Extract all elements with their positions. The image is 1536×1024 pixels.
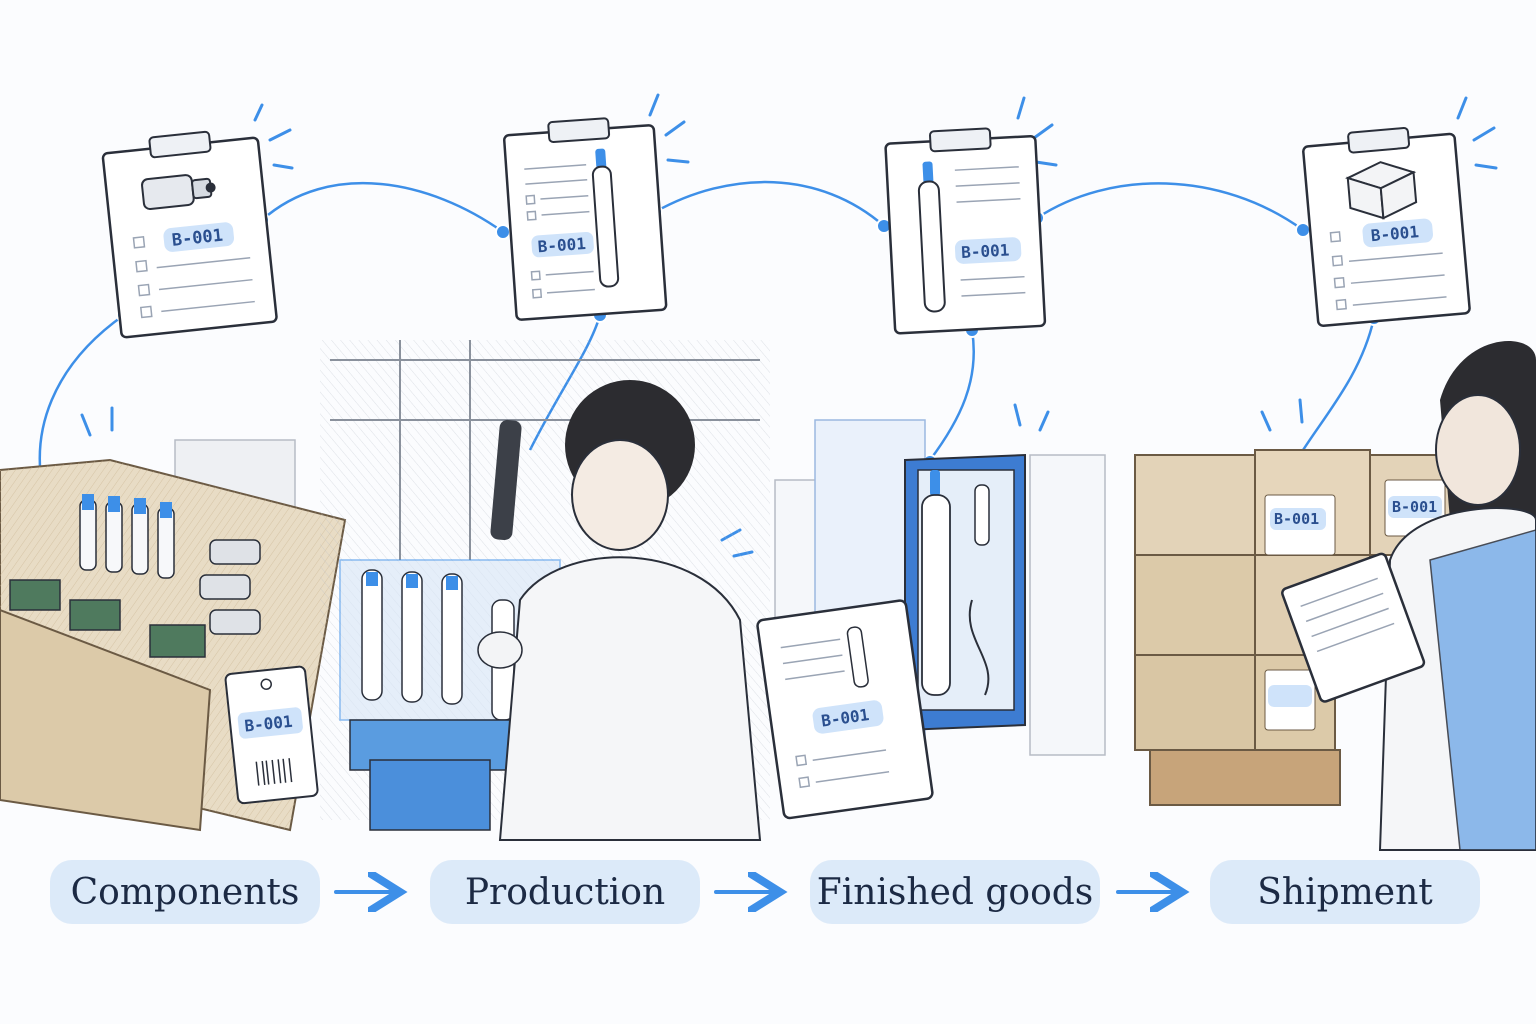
stage-label-production: Production xyxy=(465,872,665,913)
toothbrush-icon xyxy=(917,161,946,313)
circuit-boards xyxy=(9,579,206,658)
worker-production xyxy=(477,380,762,841)
component-box-scene: B-001 xyxy=(0,439,347,832)
box-icon xyxy=(1345,161,1418,220)
stage-highlight-finished xyxy=(810,860,1100,924)
stage-label-finished: Finished goods xyxy=(817,872,1094,913)
clipboard-inspection: B-001 xyxy=(756,599,934,820)
worker-shipment xyxy=(1281,340,1536,851)
pallet-boxes xyxy=(1134,449,1456,806)
connector-2-3 xyxy=(654,180,885,227)
batch-tag-3: B-001 xyxy=(961,240,1010,261)
production-scene xyxy=(320,340,770,841)
batch-tag-pallet-2: B-001 xyxy=(1392,498,1437,516)
connector-4-pallet xyxy=(1291,317,1376,467)
toothbrush-icon xyxy=(591,148,620,288)
toothbrushes-on-line xyxy=(361,569,515,721)
stage-highlight-production xyxy=(430,860,700,924)
connector-3-box xyxy=(928,329,976,461)
connector-1-2 xyxy=(261,181,504,234)
motor-parts xyxy=(199,539,261,635)
toothbrush-heads xyxy=(79,494,175,579)
finished-goods-scene: B-001 xyxy=(756,419,1106,820)
stage-label-components: Components xyxy=(71,872,300,913)
box-labels: B-001 B-001 xyxy=(1264,479,1446,731)
batch-tag-hang: B-001 xyxy=(244,712,294,736)
clipboard-shipment: B-001 xyxy=(1302,126,1471,328)
batch-tag-2: B-001 xyxy=(537,234,586,256)
hang-tag: B-001 xyxy=(224,665,319,805)
clipboard-handheld xyxy=(1281,552,1426,703)
batch-tag-4: B-001 xyxy=(1370,222,1420,245)
product-package xyxy=(904,453,1026,732)
stage-label-shipment: Shipment xyxy=(1257,872,1433,913)
batch-tag-pallet-1: B-001 xyxy=(1274,510,1319,528)
stage-highlight-components xyxy=(50,860,320,924)
shipment-scene: B-001 B-001 xyxy=(1134,340,1536,851)
stage-highlight-shipment xyxy=(1210,860,1480,924)
component-parts-icon xyxy=(141,174,216,210)
connector-3-4 xyxy=(1036,182,1304,232)
clipboard-finished: B-001 xyxy=(884,127,1047,335)
clipboard-components: B-001 xyxy=(101,130,278,339)
clipboard-production: B-001 xyxy=(502,117,668,321)
stage-labels: Components Production Finished goods Shi… xyxy=(50,860,1480,924)
